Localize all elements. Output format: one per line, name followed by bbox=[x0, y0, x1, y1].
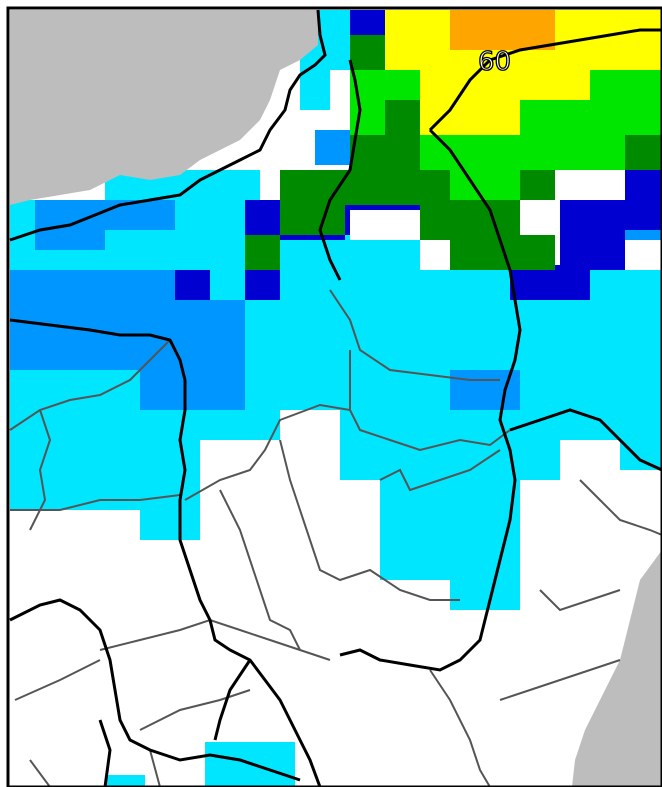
south-border bbox=[213, 659, 252, 741]
region-line-12 bbox=[139, 689, 251, 731]
region-line-5 bbox=[329, 289, 500, 381]
far-south-border bbox=[98, 719, 112, 787]
level-2-region bbox=[10, 270, 245, 410]
region-line-18 bbox=[149, 749, 161, 787]
region-line-15 bbox=[539, 589, 621, 612]
region-line-3 bbox=[10, 494, 181, 511]
level-6-region bbox=[350, 70, 420, 135]
level-5-west bbox=[245, 235, 280, 270]
coastline-north bbox=[9, 9, 327, 242]
region-line-17 bbox=[29, 759, 51, 787]
level-4-top bbox=[350, 10, 385, 35]
contour-label-text: 60 bbox=[478, 47, 511, 77]
region-line-11 bbox=[14, 659, 101, 701]
level-4-band bbox=[245, 200, 662, 300]
region-line-16 bbox=[579, 479, 662, 536]
no-data-northwest bbox=[10, 10, 318, 205]
east-sub-border bbox=[509, 408, 662, 472]
region-line-10 bbox=[99, 618, 331, 661]
regional-borders bbox=[9, 289, 662, 787]
region-line-9 bbox=[219, 489, 301, 651]
map-border bbox=[6, 6, 662, 787]
southwest-border bbox=[9, 598, 301, 782]
national-borders bbox=[9, 9, 662, 787]
level-1-south-patch-2 bbox=[105, 775, 145, 787]
level-4-patch bbox=[175, 270, 210, 300]
east-border bbox=[339, 128, 522, 672]
level-2-west-patch bbox=[35, 200, 175, 250]
no-data-southeast bbox=[572, 550, 662, 787]
level-5-ne bbox=[520, 135, 662, 200]
region-line-7 bbox=[279, 439, 460, 601]
region-line-13 bbox=[429, 669, 491, 787]
level-6-east bbox=[420, 70, 662, 200]
level-4-ne bbox=[625, 170, 662, 200]
level-5-region bbox=[280, 100, 555, 270]
central-border bbox=[318, 59, 362, 281]
contour-label: 60 bbox=[477, 46, 511, 77]
west-border bbox=[9, 318, 322, 787]
region-line-8 bbox=[379, 449, 501, 492]
level-4-patch-2 bbox=[245, 270, 280, 300]
no-data-layer bbox=[10, 10, 662, 787]
level-2-north-patch bbox=[315, 130, 350, 165]
northeast-border bbox=[428, 28, 662, 132]
level-8-region bbox=[450, 10, 555, 50]
region-line-14 bbox=[499, 659, 621, 701]
